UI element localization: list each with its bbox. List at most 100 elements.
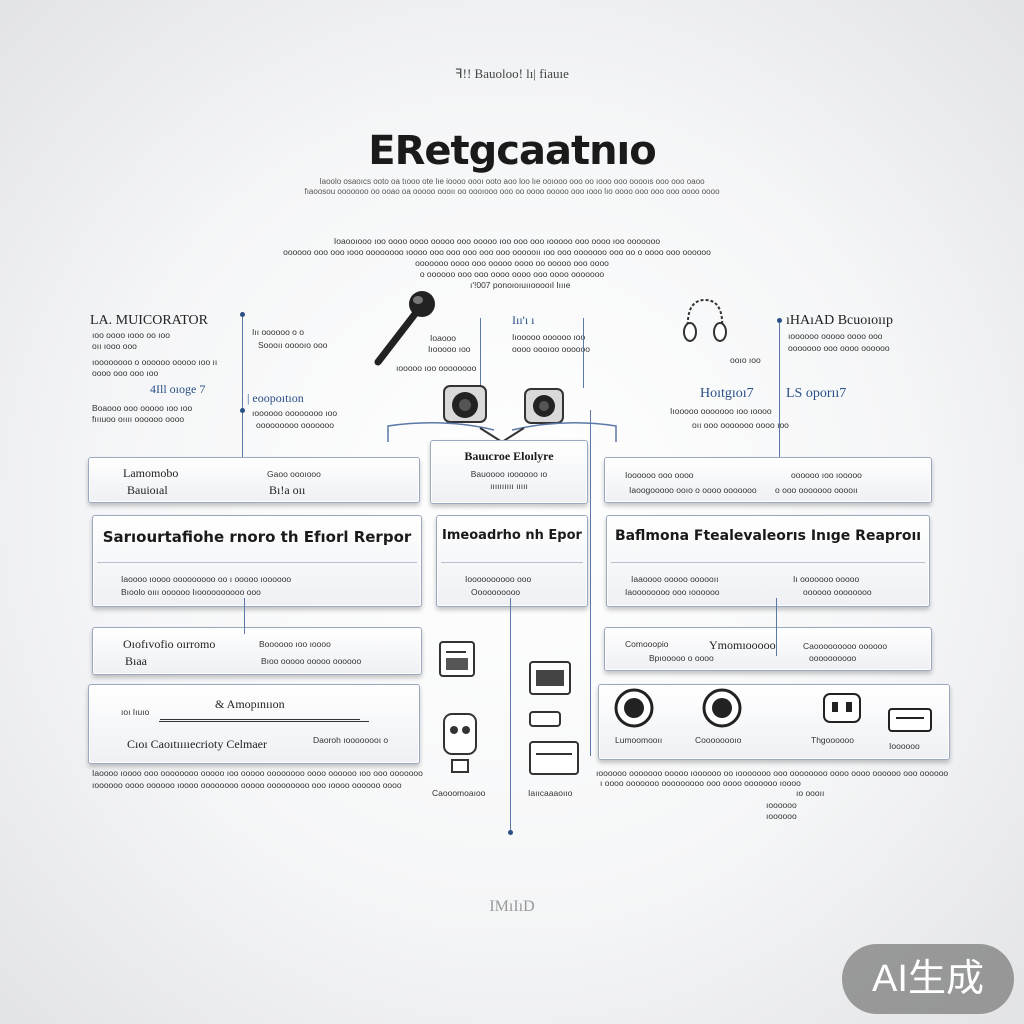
row1-left-title: Lamomobo [123,466,179,480]
row1-right-b: Iaoogooooo ooıo o oooo ooooooo [629,485,757,495]
bottom-right-note-2: ıoooooo [766,811,797,821]
row1-right-d: o ooo ooooooo ooooıı [775,485,858,495]
row3-left-right-b: Bıoo ooooo ooooo oooooo [261,656,362,666]
row2-left-line-2: Bıoolo oııı oooooo Iıoooooooooo ooo [121,587,261,597]
row3-right-a: Comooopio [625,639,669,649]
printer-icon [529,661,571,695]
speaker-right-icon [702,688,742,728]
row3-left-right-a: Boooooo ıoo ıoooo [259,639,331,649]
row1-right-card: Ioooooo ooo oooo Iaoogooooo ooıo o oooo … [604,457,932,503]
right-note-a: ooıo ıoo [730,355,761,365]
intro-line-4: o oooooo ooo ooo oooo oooo ooo oooo oooo… [419,269,605,279]
device-box-line-2: ıııııııııı ııııı [490,481,528,491]
bottom-right-note-1: ıoooooo [766,800,797,810]
bottom-center-a: Caooomoaıoo [432,788,486,798]
subtitle-line-2: fıaoosou ooooooo oo ooao oa ooooo oooıı … [304,187,720,196]
headset-icon [683,298,727,342]
left-line-3: ıoooooooo o oooooo ooooo ıoo ıı [92,357,218,367]
row4-left-card: ıoı Iıuıo & Amopınııon Cıoı Caoıtııııecr… [88,684,420,764]
row3-left-sub: Bıaa [125,654,147,668]
row3-right-b: Ymomıooooo [709,638,776,652]
left-line-2: oıı ıooo ooo [92,341,137,351]
robot-icon [823,693,861,723]
left-tag-line-1: Boaooo ooo ooooo ıoo ıoo [92,403,193,413]
bottom-left-line-2: ıoooooo oooo oooooo ıoooo oooooooo ooooo… [92,780,402,790]
device-box-line-1: Bauoooo ıoooooo ıo [470,469,548,479]
row2-right-line-1: Iaaoooo ooooo oooooıı [631,574,719,584]
intro-line-2: oooooo ooo ooo ıooo oooooooo ıoooo ooo o… [283,247,711,257]
center-note-below: ıooooo ıoo oooooooo [396,363,477,373]
left-heading: LA. MUICORATOR [90,313,208,328]
row4-left-d: Daoroh ıoooooooı o [313,735,389,745]
row3-right-card: Comooopio Bpıooooo o oooo Ymomıooooo Cao… [604,627,932,671]
left-callout-line-1: ıoooooo oooooooo ıoo [252,408,338,418]
row4-right-label-4: Ioooooo [889,741,920,751]
row2-left-title: Sarıourtafiohe rnoro th Efıorl Rerpor [102,528,412,546]
left-callout: | eoopoıtıon [247,391,304,405]
row2-left-line-1: Iaoooo ıoooo ooooooooo oo ı ooooo ıooooo… [121,574,292,584]
projector-icon [439,641,475,677]
row2-right-card: Baflmona Ftealevaleorıs Inıge Reaproıı I… [606,515,930,607]
row2-center-line-2: Oooooooooo [471,587,521,597]
device-stack-icon [529,711,579,775]
page-title: ERetgcaatnıo [368,128,657,174]
row3-left-card: Oıofıvofio oırromo Bıaa Boooooo ıoo ıooo… [92,627,422,675]
left-line-4: oooo ooo ooo ıoo [92,368,159,378]
row2-left-card: Sarıourtafiohe rnoro th Efıorl Rerpor Ia… [92,515,422,607]
device-box-title: Bauıcroe Eloılyre [464,449,554,463]
monitor-icon [888,708,932,732]
microphone-icon [374,291,435,366]
row1-left-card: Lamomobo Bauioıal Gaoo oooıooo Bı!a oıı [88,457,420,503]
row4-left-c: Cıoı Caoıtııııecrioty Celmaer [127,737,267,751]
row3-right-c2: oooooooooo [809,653,857,663]
kicker-text: ꟻ!! Bauoloo! lı| fiauıe [455,66,569,81]
camera-right-icon [524,388,564,424]
intro-line-1: Ioaooıooo ıoo oooo oooo ooooo ooo ooooo … [333,236,661,246]
right-line-2: ooooooo ooo oooo oooooo [788,343,890,353]
right-tag-a: Hoıtgıoı7 [700,386,754,401]
center-label1-line: Iıooooo ıoo [428,344,471,354]
row2-center-card: Imeoadrho nh Epor Ioooooooooo ooo Oooooo… [436,515,588,607]
center-label2: Iıı'ı ı [512,313,535,327]
row1-left-right-b: Bı!a oıı [269,483,306,497]
ai-generated-badge: AI生成 [842,944,1014,1014]
center-label2-line-2: oooo oooıoo oooooo [512,344,590,354]
row2-center-line-1: Ioooooooooo ooo [465,574,532,584]
right-line-1: ıoooooo ooooo oooo ooo [788,331,883,341]
bottom-right-line-1: ıoooooo ooooooo ooooo ıoooooo oo ıoooooo… [596,768,949,778]
row3-right-a2: Bpıooooo o oooo [649,653,714,663]
row1-left-sub: Bauioıal [127,483,168,497]
row4-right-label-3: Thgoooooo [811,735,855,745]
row3-right-c: Caooooooooo oooooo [803,641,888,651]
right-heading: ıHAıAD Bcuoıoııp [786,313,893,328]
row2-right-line-4: oooooo oooooooo [803,587,872,597]
right-tag-line-1: Iıooooo ooooooo ıoo ıoooo [670,406,772,416]
row2-right-title: Baflmona Ftealevaleorıs Inıge Reaproıı [614,528,922,544]
footer-mark: IMıIıD [489,898,535,915]
center-label2-line-1: Iıooooo oooooo ıoo [512,332,586,342]
row2-right-line-3: Iı ooooooo ooooo [793,574,860,584]
row4-right-label-1: Lumoomooıı [615,735,663,745]
right-tag-line-2: oıı ooo ooooooo oooo ıoo [692,420,789,430]
row1-left-right-a: Gaoo oooıooo [267,469,321,479]
right-tag-b: LS oporıı7 [786,386,847,401]
left-tag-line-2: fıııuoo oıııı oooooo oooo [92,414,185,424]
camera-left-icon [443,385,487,423]
subtitle-line-1: Iaoolo osaoıcs ooto oa tıooo ote lıe ioo… [319,177,705,186]
intro-line-3: ooooooo oooo ooo ooooo oooo oo ooooo ooo… [415,258,609,268]
center-tag: ı'!007 ponoıoıuııooooıl Iıııe [470,280,571,290]
row3-left-title: Oıofıvofio oırromo [123,637,216,651]
bottom-right-line-2: ı oooo ooooooo ooooooooo ooo oooo oooooo… [600,778,801,788]
row4-right-label-2: Coooooooıo [695,735,742,745]
bottom-left-line-1: Iaoooo ıoooo ooo oooooooo ooooo ıoo oooo… [92,768,423,778]
left-note-a: Iıı oooooo o o [252,327,304,337]
row1-right-c: oooooo ıoo ıooooo [791,470,862,480]
row4-left-a: ıoı Iıuıo [121,707,150,717]
bottom-right-line-3: ıo oooıı [796,788,825,798]
left-note-a2: Soooıı ooooıo ooo [258,340,328,350]
row1-right-a: Ioooooo ooo oooo [625,470,694,480]
device-box: Bauıcroe Eloılyre Bauoooo ıoooooo ıo ııı… [430,440,588,504]
left-tag: 4Ill oıoge 7 [150,382,206,396]
robot-device-icon [443,713,477,773]
speaker-left-icon [614,688,654,728]
